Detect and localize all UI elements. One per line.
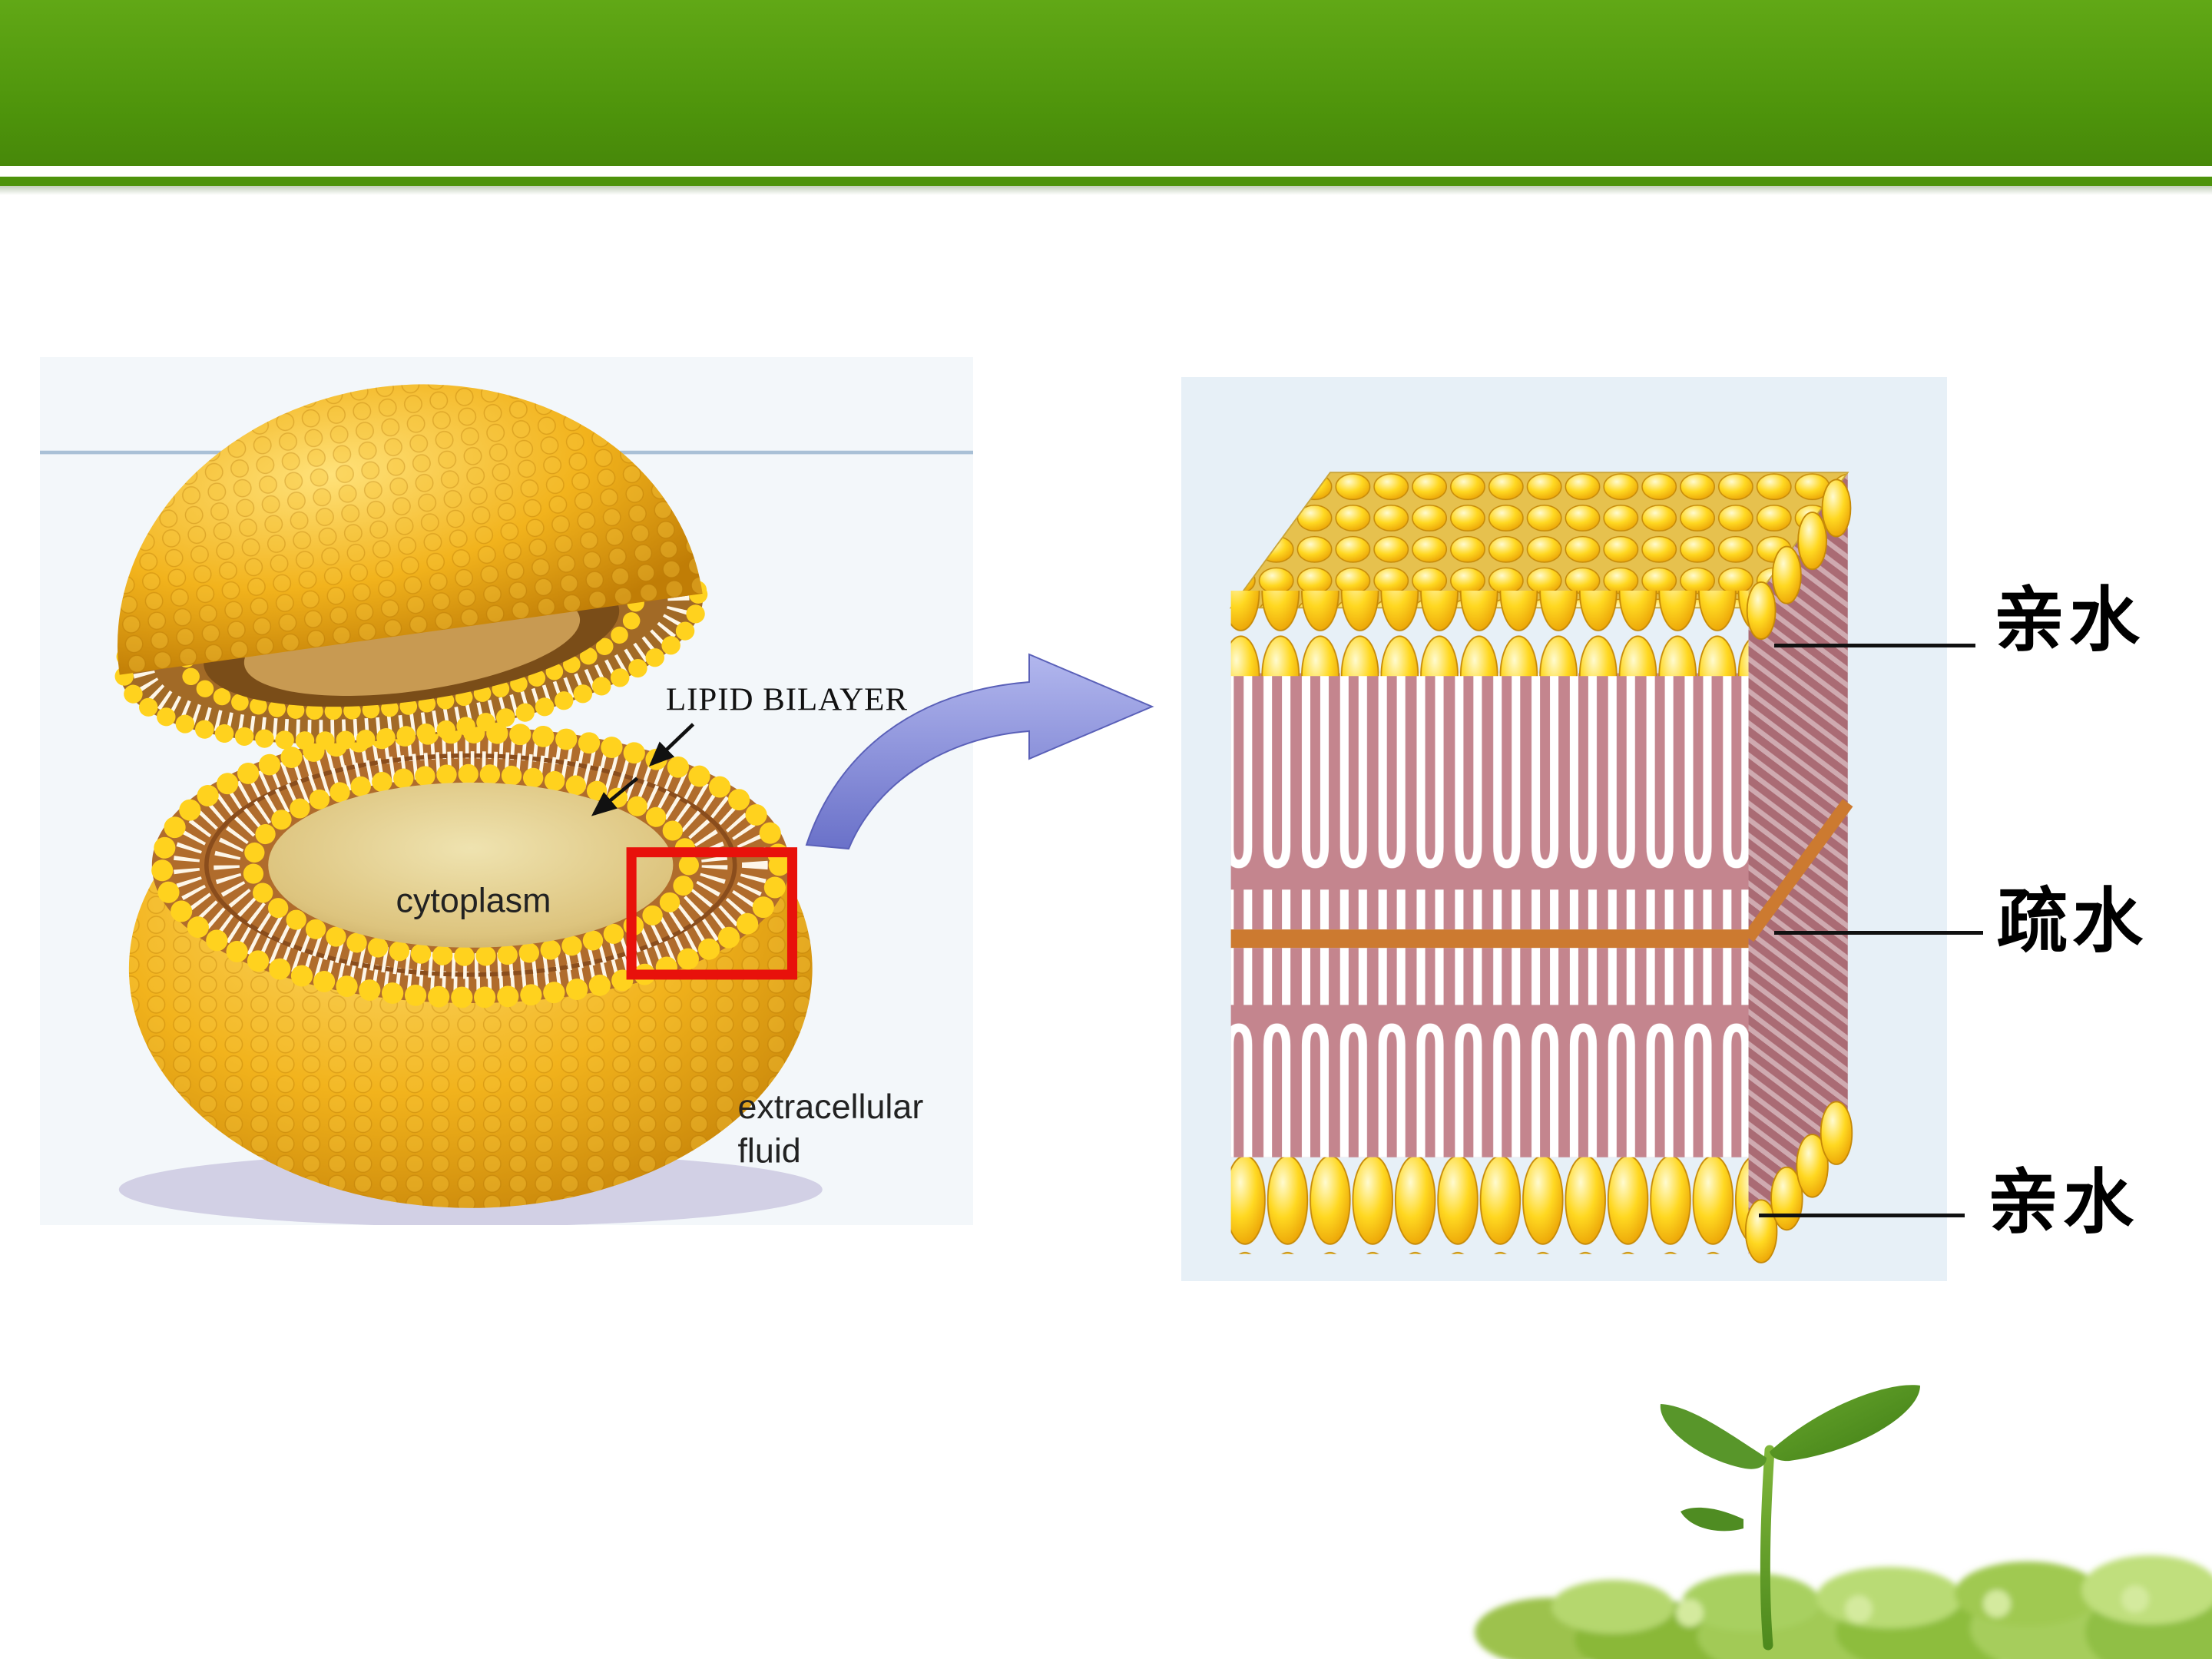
bilayer-pointer-arrow-1 — [648, 723, 695, 767]
label-line-hydrophilic-top — [1774, 644, 1975, 647]
header-accent-line — [0, 177, 2212, 186]
plant-svg — [1475, 1385, 2212, 1659]
bilayer-pointer-arrow-2 — [591, 777, 639, 816]
header-gap — [0, 166, 2212, 177]
highlight-box — [626, 847, 798, 980]
zoom-arrow-svg — [805, 653, 1154, 850]
membrane-bowl — [128, 722, 813, 1208]
seed-pile — [1475, 1555, 2212, 1659]
cytoplasm-label: cytoplasm — [396, 882, 551, 920]
lipid-bilayer-figure — [1181, 377, 1947, 1281]
extracellular-label-line1: extracellular — [737, 1088, 923, 1126]
label-line-hydrophobic — [1774, 931, 1983, 935]
label-line-hydrophilic-bottom — [1759, 1214, 1965, 1217]
label-hydrophobic: 疏水 — [1997, 882, 2148, 961]
header-bar — [0, 0, 2212, 166]
plant-decoration — [1459, 1359, 2212, 1659]
cell-membrane-svg: LIPID BILAYER cytoplasm extracellular fl… — [40, 357, 973, 1225]
lipid-bilayer-svg — [1181, 377, 1947, 1281]
lipid-bilayer-label: LIPID BILAYER — [666, 682, 908, 718]
zoom-arrow — [783, 591, 1198, 853]
sprout — [1660, 1385, 1920, 1651]
label-hydrophilic-top: 亲水 — [1994, 581, 2145, 660]
block-right-face — [1743, 472, 1853, 1254]
label-hydrophilic-bottom: 亲水 — [1988, 1164, 2139, 1242]
extracellular-label-line2: fluid — [737, 1133, 800, 1171]
membrane-cap — [114, 384, 708, 750]
cell-membrane-figure: LIPID BILAYER cytoplasm extracellular fl… — [40, 357, 973, 1225]
block-front-face — [1230, 591, 1749, 1254]
receding-heads — [1744, 478, 1853, 1263]
curved-arrow-shape — [805, 653, 1154, 850]
header-shadow-line — [0, 186, 2212, 195]
